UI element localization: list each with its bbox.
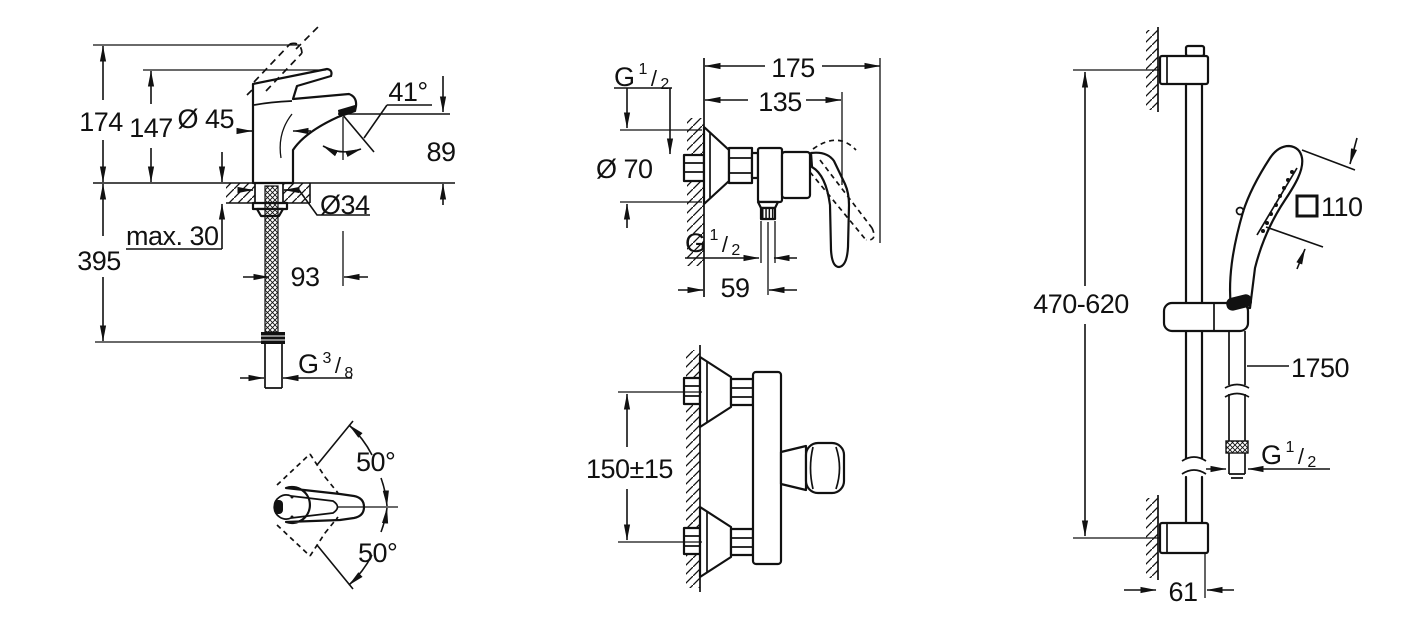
- spout-curve: [279, 113, 293, 159]
- dim-swing-upper-label: 50°: [356, 447, 395, 477]
- dim-swing-lower-label: 50°: [358, 538, 397, 568]
- basin-mixer-dimension-lines: [93, 44, 450, 382]
- top-rail-bracket: [1158, 44, 1210, 86]
- union-nut: [727, 146, 754, 185]
- shower-rail-set-view: 470-620 110 1750 G 1 / 2 61: [1033, 27, 1363, 607]
- faucet-body-outline: [251, 67, 358, 185]
- rail-dimension-lines: [1073, 69, 1358, 598]
- dim-shank-diameter-label: Ø34: [320, 190, 370, 220]
- dim-head-size-label: 110: [1321, 192, 1363, 222]
- handle-swing-dashed: [276, 453, 339, 557]
- dim-wall-thread-label: G 1 / 2: [614, 61, 669, 93]
- dim-outlet-thread-label: G 1 / 2: [685, 227, 740, 259]
- dim-deck-thickness-label: max. 30: [126, 221, 219, 251]
- dim-escutcheon-diameter-label: Ø 70: [596, 154, 653, 184]
- bottom-rail-bracket: [1158, 521, 1210, 555]
- mixer-head: [780, 150, 812, 200]
- spray-nozzles: [1261, 170, 1294, 233]
- dim-outlet-distance-label: 59: [720, 273, 749, 303]
- dim-hose-length-label: 1750: [1291, 353, 1349, 383]
- basin-mixer-side-view: 174 147 Ø 45 41° 89 Ø34 max. 30 395 93 G…: [77, 26, 456, 389]
- dim-total-height-label: 174: [79, 107, 123, 137]
- dim-body-diameter-label: Ø 45: [177, 104, 234, 134]
- lever-open-position-dashed: [246, 26, 319, 96]
- dim-supply-thread-label: G 3 / 8: [298, 349, 353, 382]
- union-nuts: [729, 377, 755, 557]
- shower-rail: [1181, 82, 1207, 525]
- dim-hose-thread-label: G 1 / 2: [1261, 439, 1316, 471]
- faucet-body-seam: [253, 100, 293, 106]
- dim-rail-offset-label: 61: [1168, 577, 1197, 607]
- shower-outlet: [756, 200, 780, 221]
- mixer-body: [756, 146, 784, 204]
- shower-mixer-plan-view: 150±15: [586, 345, 846, 592]
- wall-pipe-stubs: [682, 376, 702, 556]
- inlet-spacing-dimension: [618, 391, 702, 543]
- mixer-handle-open-dashed: [809, 139, 875, 241]
- escutcheon-bell: [702, 125, 731, 206]
- shower-mixer-side-view: G 1 / 2 175 135 Ø 70 G 1 / 2 59: [596, 53, 881, 303]
- handle-swing-dimension-lines: [316, 420, 398, 590]
- dim-inlet-spacing-label: 150±15: [586, 454, 673, 484]
- handle-plan-inner: [273, 494, 339, 520]
- union-escutcheons: [698, 355, 733, 579]
- dim-bracket-range-label: 470-620: [1033, 289, 1129, 319]
- dim-hose-drop-label: 395: [77, 246, 121, 276]
- dim-handle-height-label: 147: [129, 113, 173, 143]
- dim-overall-projection-label: 175: [771, 53, 815, 83]
- handle-plan-detail: [274, 500, 283, 514]
- dim-spout-angle-label: 41°: [388, 77, 427, 107]
- mixer-handle-plan: [779, 441, 846, 495]
- spray-mode-button: [1235, 206, 1245, 216]
- basin-mixer-handle-plan-view: 50° 50°: [273, 420, 398, 590]
- square-symbol-icon: [1295, 194, 1319, 218]
- spray-face-line: [1256, 167, 1298, 236]
- shower-hose: [1224, 331, 1250, 479]
- supply-hose: [261, 185, 285, 389]
- shower-mixer-dimension-lines: [614, 58, 881, 295]
- dim-spout-height-label: 89: [426, 137, 455, 167]
- handle-plan-outline: [284, 485, 366, 525]
- dim-body-projection-label: 135: [758, 87, 802, 117]
- dim-spout-projection-label: 93: [290, 262, 319, 292]
- mixer-body-plan: [751, 370, 783, 566]
- wall-pipe-stub: [682, 153, 706, 183]
- mixer-handle: [809, 151, 851, 269]
- shower-holder: [1162, 294, 1253, 333]
